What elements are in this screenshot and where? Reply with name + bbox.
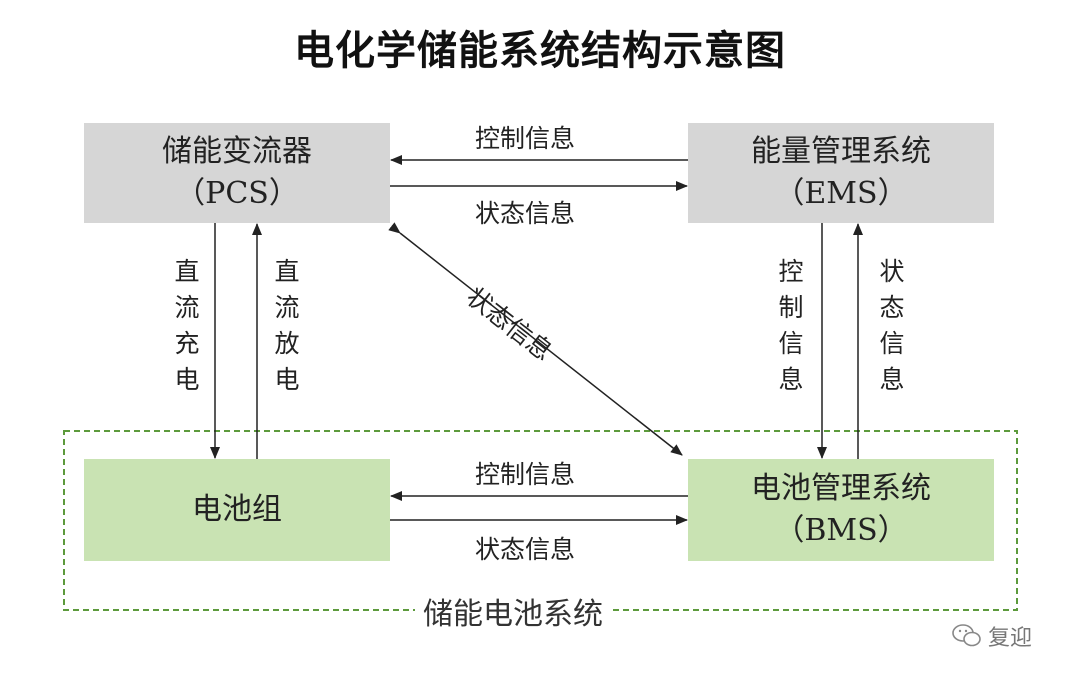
- battery-node: 电池组: [84, 459, 390, 561]
- battery-system-border: [63, 430, 1018, 611]
- watermark: 复迎: [952, 620, 1032, 652]
- chat-bubble-icon: [952, 624, 981, 647]
- bms-name: 电池管理系统: [751, 471, 931, 506]
- bms-abbr: （BMS）: [774, 513, 908, 548]
- watermark-text: 复迎: [988, 626, 1033, 651]
- label-pcs-to-battery: 直流充电: [174, 257, 200, 394]
- pcs-abbr: （PCS）: [175, 176, 299, 211]
- arrow-bms-pcs-diagonal: [388, 222, 683, 456]
- diagram-title: 电化学储能系统结构示意图: [294, 28, 786, 74]
- ems-name: 能量管理系统: [751, 134, 931, 169]
- label-battery-to-bms: 状态信息: [475, 535, 576, 564]
- ems-abbr: （EMS）: [774, 176, 908, 211]
- label-bms-to-battery: 控制信息: [475, 460, 576, 489]
- pcs-node: 储能变流器 （PCS）: [84, 123, 390, 223]
- label-ems-to-pcs: 控制信息: [475, 124, 576, 153]
- label-battery-to-pcs: 直流放电: [274, 257, 300, 394]
- battery-system-label: 储能电池系统: [415, 589, 611, 633]
- label-ems-to-bms: 控制信息: [778, 257, 804, 394]
- battery-name: 电池组: [192, 492, 282, 527]
- ems-node: 能量管理系统 （EMS）: [688, 123, 994, 223]
- label-pcs-to-ems: 状态信息: [475, 199, 576, 228]
- label-bms-to-ems: 状态信息: [879, 257, 905, 394]
- pcs-name: 储能变流器: [162, 134, 312, 169]
- bms-node: 电池管理系统 （BMS）: [688, 459, 994, 561]
